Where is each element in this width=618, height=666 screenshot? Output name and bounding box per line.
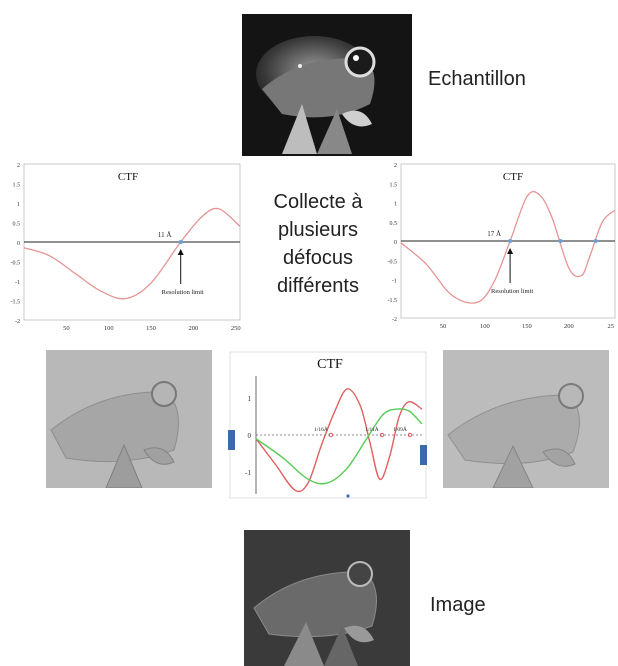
y-tick-label: -1 bbox=[392, 279, 397, 285]
left-blue-tab bbox=[228, 430, 235, 450]
y-tick-label: -1.5 bbox=[11, 300, 21, 306]
resolution-annotation: 17 Å bbox=[487, 230, 501, 238]
zero-crossing-marker bbox=[593, 239, 598, 243]
defocus-image-left bbox=[46, 350, 212, 488]
chart-title: CTF bbox=[118, 171, 138, 183]
resolution-annotation: 11 Å bbox=[158, 231, 172, 239]
y-tick-label: -0.5 bbox=[11, 261, 21, 267]
sample-photo bbox=[242, 14, 412, 156]
zero-annotation: 1/16Å bbox=[314, 425, 328, 433]
resolution-arrowhead bbox=[177, 249, 184, 255]
zero-crossing-marker bbox=[328, 432, 334, 438]
caption-line-4: différents bbox=[277, 275, 359, 297]
y-tick-label: 2 bbox=[394, 163, 397, 169]
resolution-arrowhead bbox=[507, 248, 514, 254]
x-tick-label: 50 bbox=[63, 325, 69, 332]
y-tick-label: -1 bbox=[245, 469, 251, 477]
zero-annotation: 1/11Å bbox=[365, 425, 379, 433]
image-label: Image bbox=[430, 594, 486, 616]
y-tick-label: 0.5 bbox=[13, 222, 21, 228]
ctf-curve-red bbox=[255, 388, 423, 493]
x-tick-label: 100 bbox=[104, 325, 114, 332]
x-tick-label: 150 bbox=[146, 325, 156, 332]
y-tick-label: -1 bbox=[15, 280, 20, 286]
ctf-curve bbox=[400, 190, 616, 304]
y-tick-label: 1.5 bbox=[13, 183, 21, 189]
right-blue-tab bbox=[420, 445, 427, 465]
caption-line-1: Collecte à bbox=[273, 191, 363, 213]
x-tick-label: 50 bbox=[440, 323, 447, 330]
collection-caption: Collecte à plusieurs défocus différents bbox=[262, 188, 374, 300]
x-tick-label: 25 bbox=[608, 323, 615, 330]
y-tick-label: 1 bbox=[17, 202, 20, 208]
zero-crossing-marker bbox=[508, 239, 513, 243]
zero-crossing-marker bbox=[178, 240, 183, 244]
final-image bbox=[244, 530, 410, 666]
x-tick-label: 200 bbox=[564, 323, 574, 330]
y-tick-label: -1.5 bbox=[388, 298, 398, 304]
ctf-curve-green bbox=[255, 408, 423, 485]
axis-marker bbox=[346, 494, 350, 498]
y-tick-label: 1.5 bbox=[390, 182, 398, 188]
y-tick-label: -2 bbox=[15, 319, 20, 325]
ctf-curve bbox=[23, 207, 241, 300]
ctf-chart-right: 2 1.5 1 0.5 0 -0.5 -1 -1.5 -2 50 100 150 200 25 CTF 17 … bbox=[383, 160, 618, 334]
chart-background bbox=[229, 351, 427, 499]
zero-crossing-marker bbox=[379, 432, 385, 438]
ctf-chart-left: 2 1.5 1 0.5 0 -0.5 -1 -1.5 -2 50 100 150 200 250 CTF 11… bbox=[10, 160, 250, 334]
defocus-image-right bbox=[443, 350, 609, 488]
zero-crossing-marker bbox=[558, 239, 563, 243]
caption-line-2: plusieurs bbox=[277, 219, 359, 241]
resolution-limit-label: Resolution limit bbox=[491, 288, 533, 295]
zero-annotation: 1/09Å bbox=[393, 425, 407, 433]
y-tick-label: 2 bbox=[17, 163, 20, 169]
y-tick-label: -2 bbox=[392, 317, 397, 323]
y-tick-label: 0 bbox=[248, 432, 252, 440]
ctf-chart-center: CTF 1 0 -1 1/16Å 1/11Å 1/09Å bbox=[229, 351, 427, 499]
resolution-limit-label: Resolution limit bbox=[162, 289, 204, 296]
x-tick-label: 150 bbox=[522, 323, 532, 330]
y-tick-label: 1 bbox=[394, 202, 397, 208]
echantillon-label: Echantillon bbox=[428, 68, 526, 90]
y-tick-label: 0.5 bbox=[390, 221, 398, 227]
chart-title: CTF bbox=[503, 171, 523, 183]
caption-line-3: défocus bbox=[282, 247, 354, 269]
x-tick-label: 100 bbox=[480, 323, 490, 330]
y-tick-label: 0 bbox=[17, 241, 20, 247]
y-tick-label: 0 bbox=[394, 240, 397, 246]
chart-title: CTF bbox=[317, 357, 343, 372]
zero-crossing-marker bbox=[407, 432, 413, 438]
x-tick-label: 250 bbox=[231, 325, 241, 332]
y-tick-label: -0.5 bbox=[388, 259, 398, 265]
y-tick-label: 1 bbox=[248, 395, 252, 403]
x-tick-label: 200 bbox=[189, 325, 199, 332]
